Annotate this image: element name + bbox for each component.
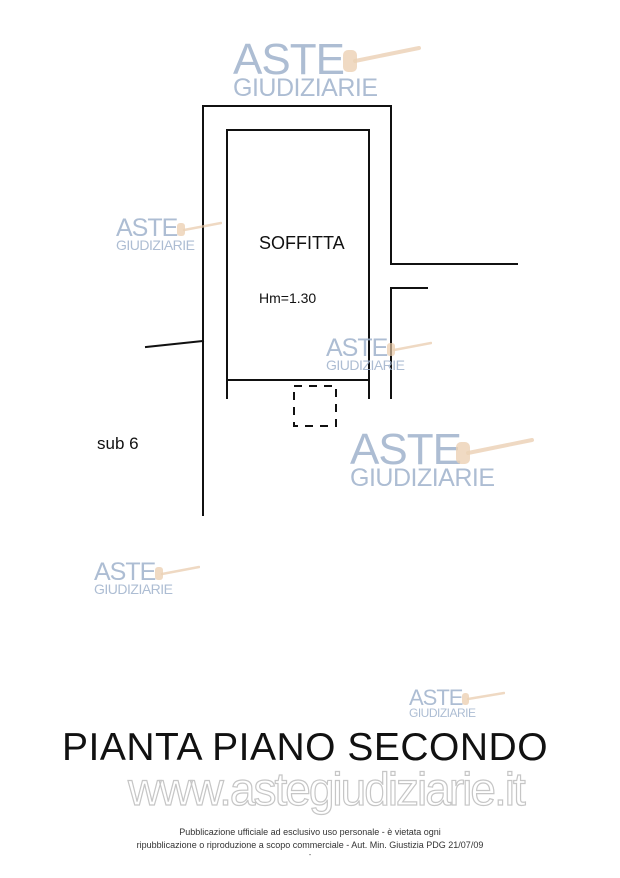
watermark-giudiziarie: GIUDIZIARIE bbox=[409, 706, 476, 720]
watermark-logo-bottom-left: ASTE GIUDIZIARIE bbox=[94, 558, 200, 597]
watermark-logo-left: ASTE GIUDIZIARIE bbox=[116, 214, 222, 253]
watermark-aste: ASTE bbox=[94, 558, 156, 586]
watermark-logo-bottom-right: ASTE GIUDIZIARIE bbox=[409, 685, 505, 720]
gavel-icon bbox=[387, 341, 432, 356]
watermark-giudiziarie: GIUDIZIARIE bbox=[233, 74, 378, 102]
neighbor-unit-label: sub 6 bbox=[97, 434, 139, 453]
gavel-icon bbox=[456, 438, 534, 464]
watermark-giudiziarie: GIUDIZIARIE bbox=[326, 357, 405, 373]
dashed-opening bbox=[293, 385, 337, 427]
watermark-aste: ASTE bbox=[233, 35, 345, 84]
gavel-icon bbox=[343, 46, 421, 72]
gavel-icon bbox=[155, 565, 200, 580]
left-stub-wall bbox=[144, 339, 205, 349]
inner-room-wall bbox=[226, 129, 370, 399]
watermark-logo-center: ASTE GIUDIZIARIE bbox=[326, 334, 432, 373]
watermark-aste: ASTE bbox=[116, 214, 178, 242]
room-label-soffitta: SOFFITTA bbox=[259, 233, 345, 253]
gavel-icon bbox=[177, 221, 222, 236]
gavel-icon bbox=[462, 691, 505, 705]
watermark-aste: ASTE bbox=[326, 334, 388, 362]
watermark-aste: ASTE bbox=[350, 425, 462, 474]
watermark-logo-right: ASTE GIUDIZIARIE bbox=[350, 425, 534, 492]
outer-wall-lower-right bbox=[390, 287, 428, 399]
watermark-giudiziarie: GIUDIZIARIE bbox=[94, 581, 173, 597]
page-title: PIANTA PIANO SECONDO bbox=[62, 726, 549, 769]
disclaimer-line-3: - bbox=[308, 852, 312, 859]
legal-disclaimer: Pubblicazione ufficiale ad esclusivo uso… bbox=[0, 826, 620, 860]
watermark-logo-top: ASTE GIUDIZIARIE bbox=[233, 35, 421, 102]
watermark-giudiziarie: GIUDIZIARIE bbox=[350, 464, 495, 492]
website-watermark: www.astegiudiziarie.it bbox=[127, 762, 526, 815]
disclaimer-line-1: Pubblicazione ufficiale ad esclusivo uso… bbox=[179, 827, 441, 837]
disclaimer-line-2: ripubblicazione o riproduzione a scopo c… bbox=[136, 840, 484, 850]
watermark-aste: ASTE bbox=[409, 685, 463, 710]
outer-wall bbox=[202, 105, 518, 516]
room-height-label: Hm=1.30 bbox=[259, 290, 317, 306]
watermark-giudiziarie: GIUDIZIARIE bbox=[116, 237, 195, 253]
